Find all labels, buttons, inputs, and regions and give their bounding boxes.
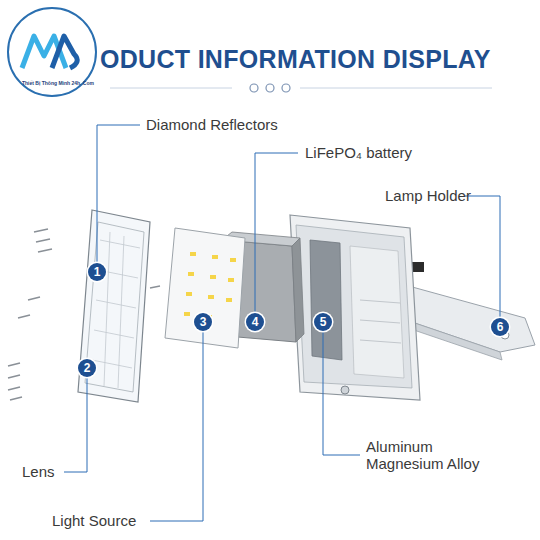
- callout-text: 3: [200, 315, 207, 329]
- callout-number: 3: [194, 313, 212, 331]
- callout-number: 2: [78, 359, 96, 377]
- part-label: Diamond Reflectors: [146, 116, 346, 133]
- part-label: Lens: [22, 463, 82, 480]
- screw: [8, 229, 160, 400]
- header-dot: [266, 84, 274, 92]
- page-title: ODUCT INFORMATION DISPLAY: [100, 44, 491, 74]
- watermark: Thiết Bị Thông Minh 24h. Com: [22, 80, 102, 86]
- logo-mark: [52, 36, 77, 68]
- housing: [290, 215, 420, 400]
- callout-text: 1: [94, 265, 101, 279]
- leader-line: [64, 125, 500, 521]
- callout-number: 5: [314, 313, 332, 331]
- header-dot: [282, 84, 290, 92]
- part-label: LiFePO₄ battery: [305, 144, 505, 161]
- callout-text: 6: [497, 320, 504, 334]
- part-label: Light Source: [52, 512, 172, 529]
- header-rule: [110, 88, 232, 89]
- part-label: Lamp Holder: [385, 187, 535, 204]
- callout-text: 5: [320, 315, 327, 329]
- lamp-holder: [400, 262, 535, 360]
- header-rule: [300, 88, 492, 89]
- lens: [78, 210, 150, 402]
- callout-number: 6: [491, 318, 509, 336]
- light-source-board: [165, 228, 245, 348]
- callout-text: 2: [84, 361, 91, 375]
- part-label: Aluminum Magnesium Alloy: [366, 438, 491, 472]
- callout-text: 4: [252, 315, 259, 329]
- callout-number: 1: [88, 263, 106, 281]
- header-dot: [250, 84, 258, 92]
- callout-number: 4: [246, 313, 264, 331]
